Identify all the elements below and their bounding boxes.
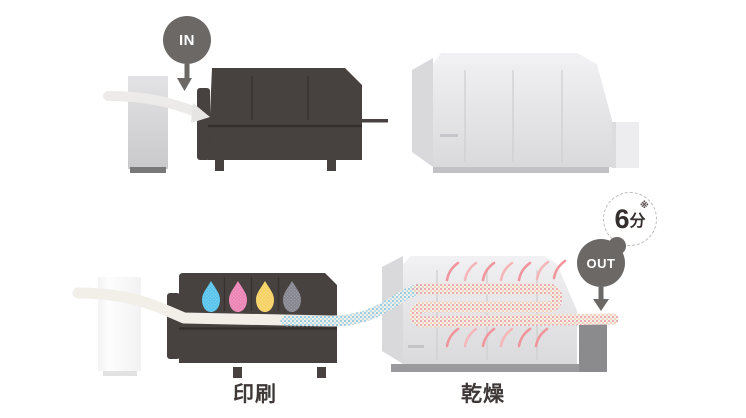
ink-drop-yellow-icon <box>256 281 274 312</box>
feeder-tower-top <box>128 76 168 173</box>
output-stack <box>579 322 607 372</box>
ink-drop-gray-icon <box>283 281 301 312</box>
machine-badge-bottom <box>408 345 424 348</box>
duration-unit: 分 <box>629 213 646 230</box>
ink-drops <box>202 281 301 312</box>
duration-note-mark: ※ <box>640 200 649 210</box>
dryer-machine-top <box>412 53 639 173</box>
ink-drop-magenta-icon <box>229 281 247 312</box>
out-badge-label: OUT <box>586 255 616 271</box>
heat-waves-bottom-icon <box>445 327 549 348</box>
printer-machine-top <box>197 68 388 171</box>
exit-tray-top <box>362 119 388 123</box>
paper-tip-arrow-icon <box>191 103 210 123</box>
out-arrow-icon <box>593 287 609 311</box>
in-arrow-icon <box>177 64 192 91</box>
ink-drop-cyan-icon <box>202 281 220 312</box>
in-badge-label: IN <box>179 31 195 49</box>
duration-value: 6 <box>614 203 630 234</box>
heat-waves-top-icon <box>445 259 567 282</box>
stage-label-dry: 乾燥 <box>461 383 505 406</box>
stage-label-print: 印刷 <box>233 383 277 406</box>
printed-web-cyan-dots <box>280 283 424 327</box>
paper-web-bottom <box>72 283 619 328</box>
paper-roll-top <box>612 122 639 168</box>
out-badge: OUT <box>577 239 625 287</box>
in-badge: IN <box>163 16 211 64</box>
drying-web-pink-dots <box>409 283 619 328</box>
machine-badge-top <box>440 134 458 137</box>
paper-web-top <box>103 91 210 123</box>
